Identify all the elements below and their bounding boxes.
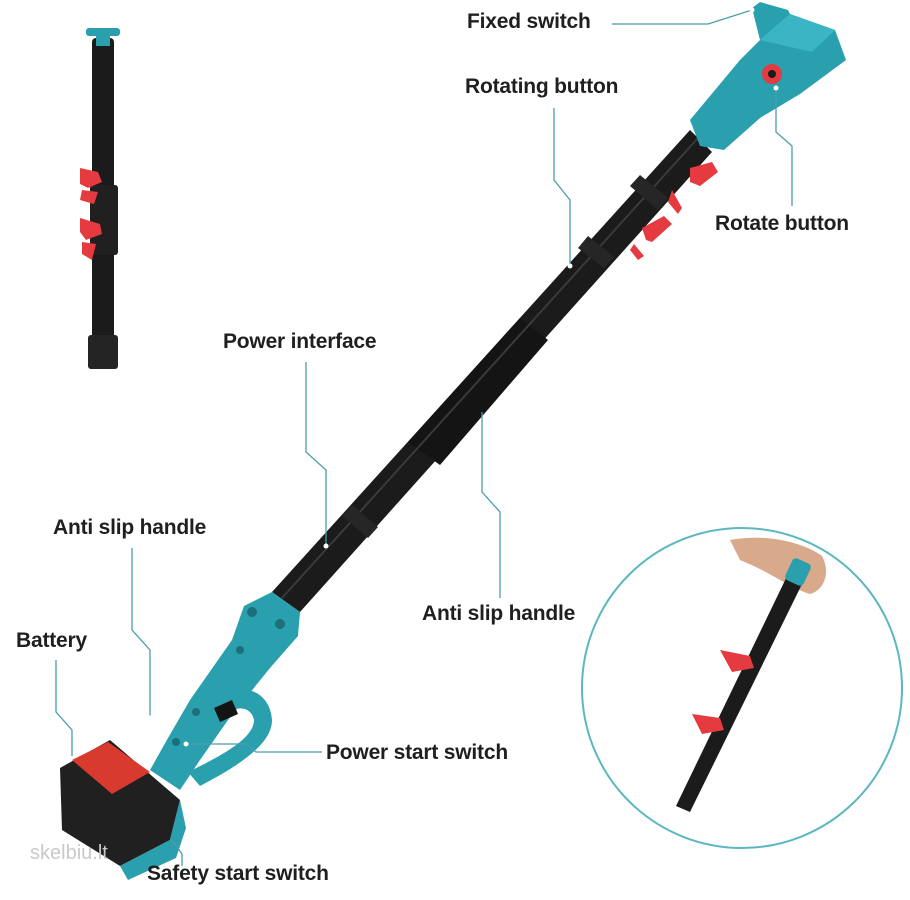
label-power-start-switch: Power start switch: [326, 741, 508, 764]
trigger: [214, 700, 238, 722]
leader-dots: [147, 7, 779, 747]
label-battery: Battery: [16, 629, 87, 652]
label-power-interface: Power interface: [223, 330, 377, 353]
foam-grip: [408, 318, 548, 465]
label-anti-slip-handle-center: Anti slip handle: [422, 602, 576, 625]
label-fixed-switch: Fixed switch: [467, 10, 591, 33]
inset-pole: [676, 570, 804, 812]
label-rotating-button: Rotating button: [465, 75, 619, 98]
leader-lines: [55, 9, 793, 866]
d-handle: [188, 689, 272, 786]
watermark: skelbiu.lt: [30, 842, 108, 864]
clamp-upper: [690, 162, 718, 186]
collapsed-pole-inset: [80, 28, 120, 369]
clamp-lower: [642, 216, 672, 242]
usage-inset: [581, 527, 903, 849]
label-anti-slip-handle-left: Anti slip handle: [53, 516, 207, 539]
label-safety-start-switch: Safety start switch: [147, 862, 329, 885]
label-rotate-button: Rotate button: [715, 212, 849, 235]
motor-housing: [150, 592, 300, 790]
pole-sander-tool: [60, 2, 846, 880]
